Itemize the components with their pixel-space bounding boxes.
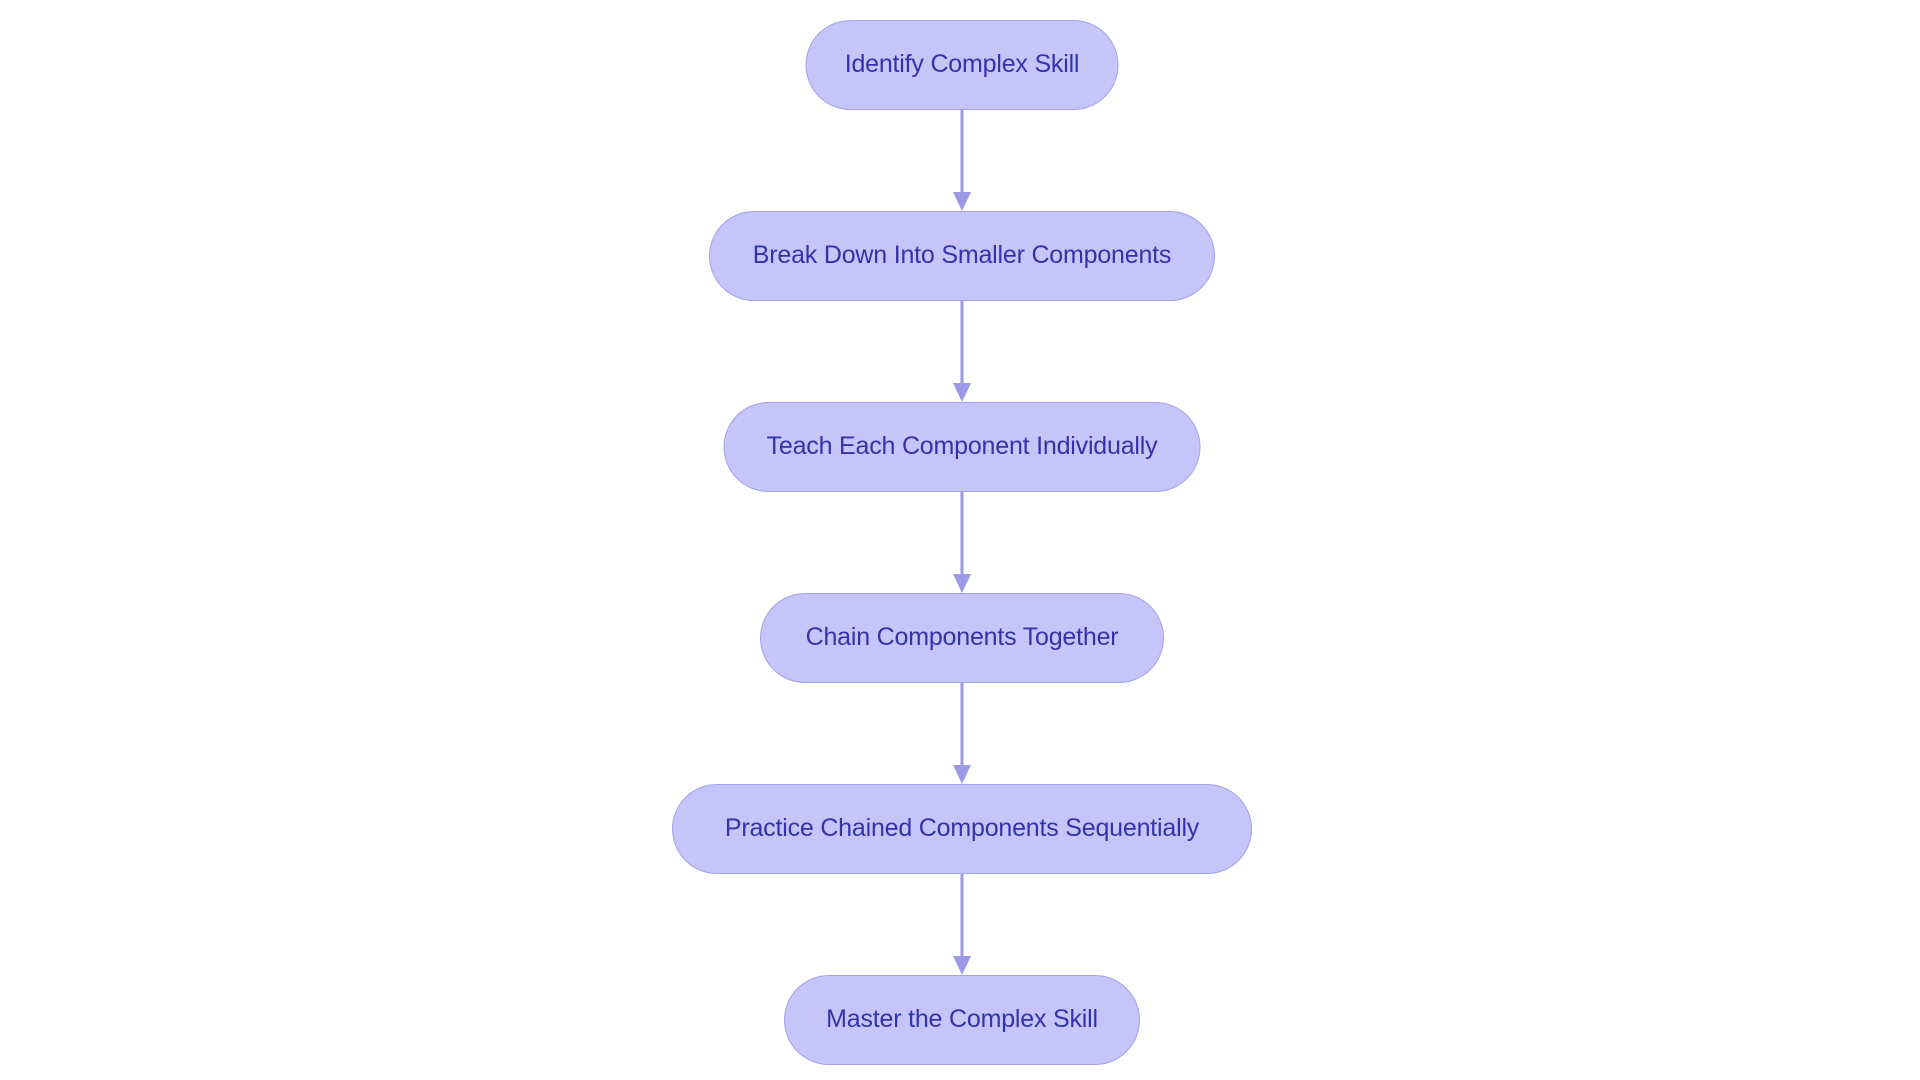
node-label: Identify Complex Skill	[844, 50, 1080, 79]
connector-line	[960, 110, 964, 192]
node-label: Practice Chained Components Sequentially	[724, 814, 1200, 843]
flowchart-node-master-the-complex-skill[interactable]: Master the Complex Skill	[784, 975, 1140, 1065]
flowchart-node-identify-complex-skill[interactable]: Identify Complex Skill	[805, 20, 1119, 110]
connector-5	[942, 874, 982, 975]
node-label: Master the Complex Skill	[826, 1005, 1098, 1034]
flowchart-node-teach-each-component-individually[interactable]: Teach Each Component Individually	[723, 402, 1201, 492]
connector-4	[942, 683, 982, 784]
arrowhead-icon	[953, 192, 971, 211]
node-label: Teach Each Component Individually	[766, 432, 1158, 461]
node-label: Chain Components Together	[805, 623, 1119, 652]
connector-line	[960, 874, 964, 956]
connector-line	[960, 301, 964, 383]
connector-2	[942, 301, 982, 402]
flowchart-node-break-down-into-smaller-components[interactable]: Break Down Into Smaller Components	[709, 211, 1215, 301]
flowchart-node-practice-chained-components-sequentially[interactable]: Practice Chained Components Sequentially	[672, 784, 1252, 874]
flowchart-node-chain-components-together[interactable]: Chain Components Together	[760, 593, 1164, 683]
arrowhead-icon	[953, 956, 971, 975]
node-label: Break Down Into Smaller Components	[752, 241, 1172, 270]
connector-line	[960, 683, 964, 765]
connector-1	[942, 110, 982, 211]
connector-3	[942, 492, 982, 593]
arrowhead-icon	[953, 383, 971, 402]
connector-line	[960, 492, 964, 574]
arrowhead-icon	[953, 765, 971, 784]
arrowhead-icon	[953, 574, 971, 593]
